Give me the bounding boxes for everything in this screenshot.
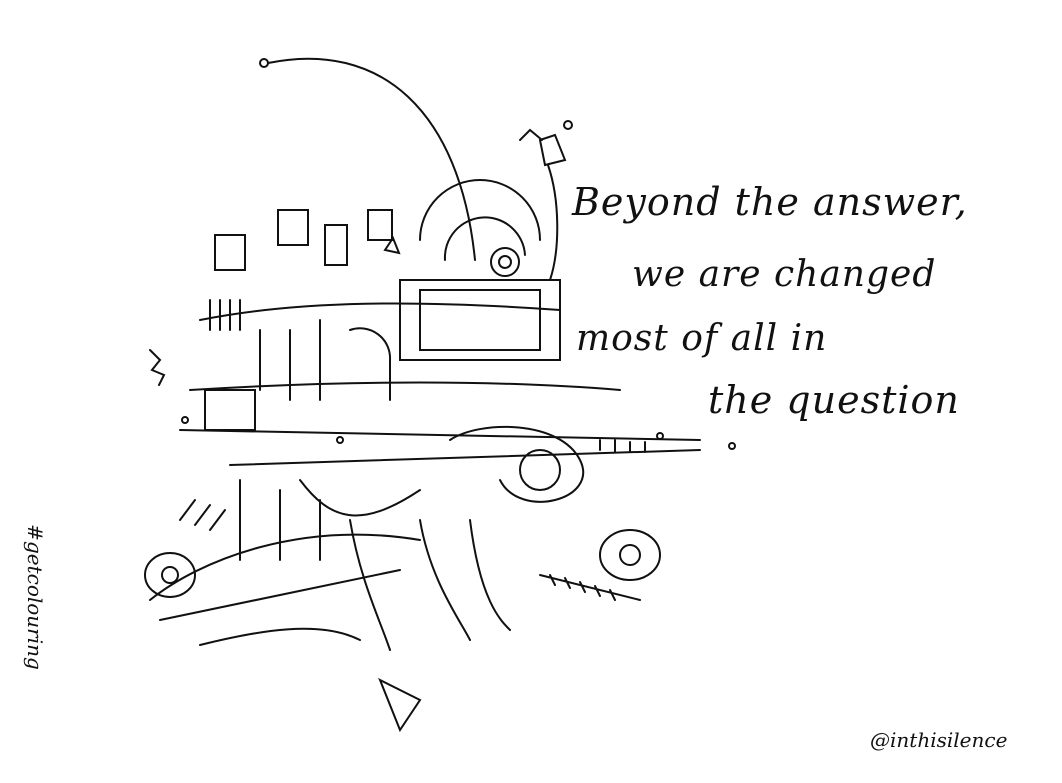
quote-line-2: we are changed (632, 254, 937, 295)
artist-signature: @inthisilence (870, 728, 1008, 752)
quote-line-3: most of all in (576, 318, 828, 359)
hashtag: #getcolouring (22, 524, 47, 670)
quote-line-1: Beyond the answer, (572, 180, 968, 224)
quote-line-4: the question (708, 378, 960, 422)
